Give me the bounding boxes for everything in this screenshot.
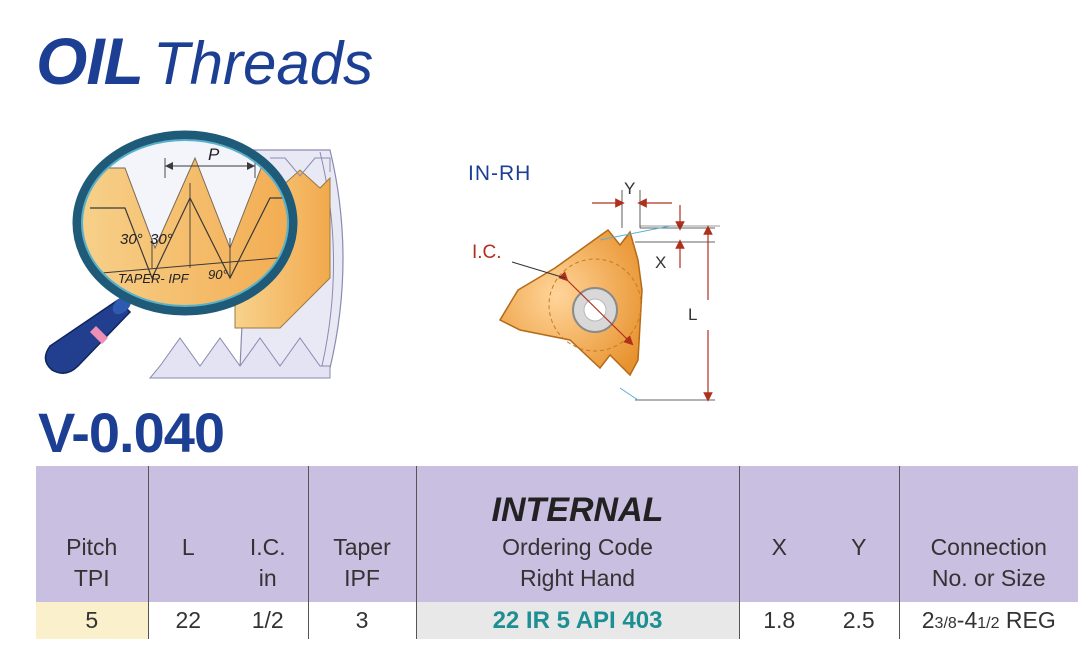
thread-magnifier-illustration: P 30° 30° TAPER- IPF 90° [44, 130, 344, 379]
cell-pitch: 5 [36, 602, 149, 639]
x-label: X [655, 253, 666, 272]
header-taper: Taper IPF [307, 466, 417, 602]
y-label: Y [624, 179, 635, 198]
cell-l: 22 [147, 602, 228, 639]
table-header-row: Pitch TPI L I.C. in Taper IPF INTERNAL O… [36, 466, 1078, 602]
header-connection: Connection No. or Size [898, 466, 1078, 602]
cell-connection: 23/8-41/2 REG [898, 602, 1078, 639]
header-y: Y [819, 466, 900, 602]
table-row: 5 22 1/2 3 22 IR 5 API 403 1.8 2.5 23/8-… [36, 602, 1078, 639]
angle-left-label: 30° [120, 231, 143, 248]
cell-ordering-code: 22 IR 5 API 403 [415, 602, 740, 639]
header-l: L [147, 466, 228, 602]
insert-diagram: IN-RH I.C. Y X L [468, 162, 720, 402]
header-x: X [738, 466, 819, 602]
cell-taper: 3 [307, 602, 417, 639]
magnifier-handle [44, 295, 132, 374]
title-bold: OIL [36, 24, 144, 98]
header-ic: I.C. in [228, 466, 309, 602]
spec-table: Pitch TPI L I.C. in Taper IPF INTERNAL O… [36, 466, 1078, 639]
taper-label: TAPER- IPF [118, 271, 190, 286]
header-pitch: Pitch TPI [36, 466, 149, 602]
angle-right-label: 30° [150, 231, 173, 248]
title-light: Threads [153, 30, 374, 97]
section-title: V-0.040 [38, 401, 225, 464]
ic-label: I.C. [472, 242, 502, 263]
cell-x: 1.8 [738, 602, 819, 639]
cell-ic: 1/2 [228, 602, 309, 639]
pitch-label: P [208, 145, 220, 164]
l-label: L [688, 305, 697, 324]
orientation-label: IN-RH [468, 162, 531, 185]
insert-body [498, 228, 643, 377]
header-ordering-code: INTERNAL Ordering Code Right Hand [415, 466, 740, 602]
header-internal: INTERNAL [491, 491, 664, 529]
right-angle-label: 90° [208, 267, 228, 282]
cell-y: 2.5 [819, 602, 900, 639]
